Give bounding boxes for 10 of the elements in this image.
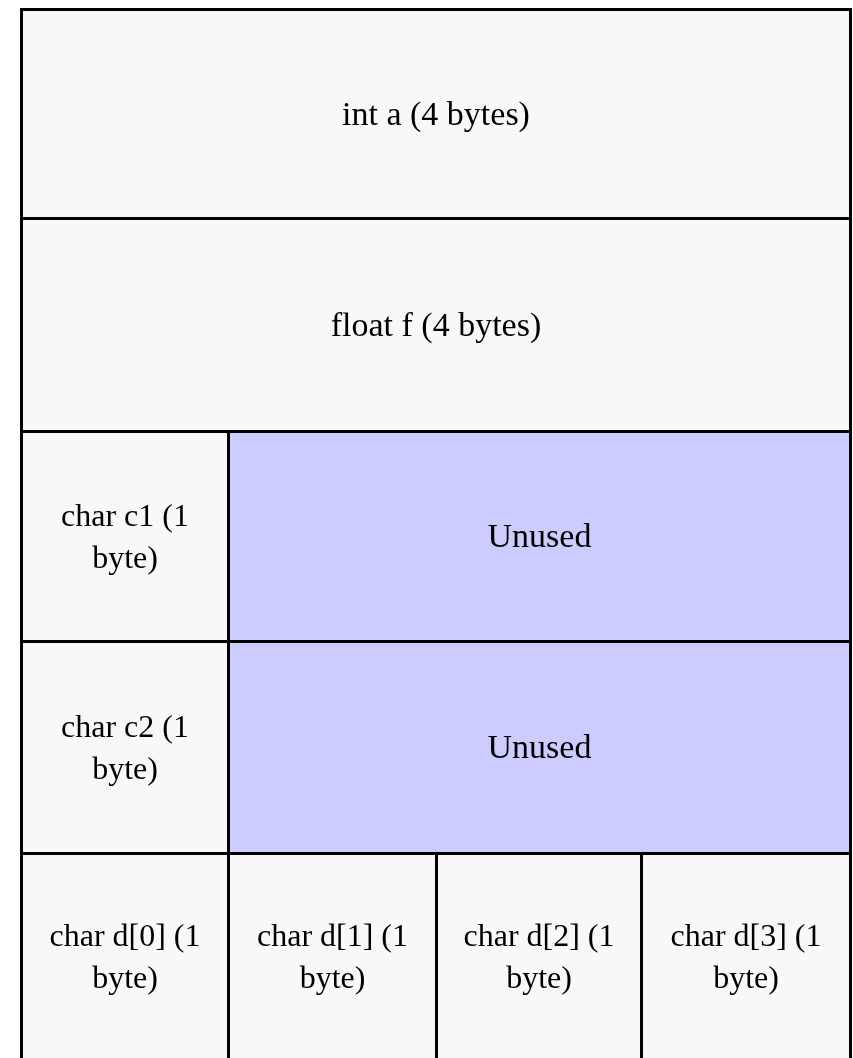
memory-cell: char d[1] (1 byte) — [227, 852, 438, 1058]
memory-cell: char c1 (1 byte) — [20, 430, 230, 643]
memory-cell: char d[0] (1 byte) — [20, 852, 230, 1058]
memory-cell: char c2 (1 byte) — [20, 640, 230, 855]
memory-cell: char d[3] (1 byte) — [640, 852, 852, 1058]
memory-cell: float f (4 bytes) — [20, 217, 852, 433]
memory-cell: Unused — [227, 640, 852, 855]
memory-cell: int a (4 bytes) — [20, 8, 852, 220]
memory-cell: char d[2] (1 byte) — [435, 852, 643, 1058]
memory-cell: Unused — [227, 430, 852, 643]
